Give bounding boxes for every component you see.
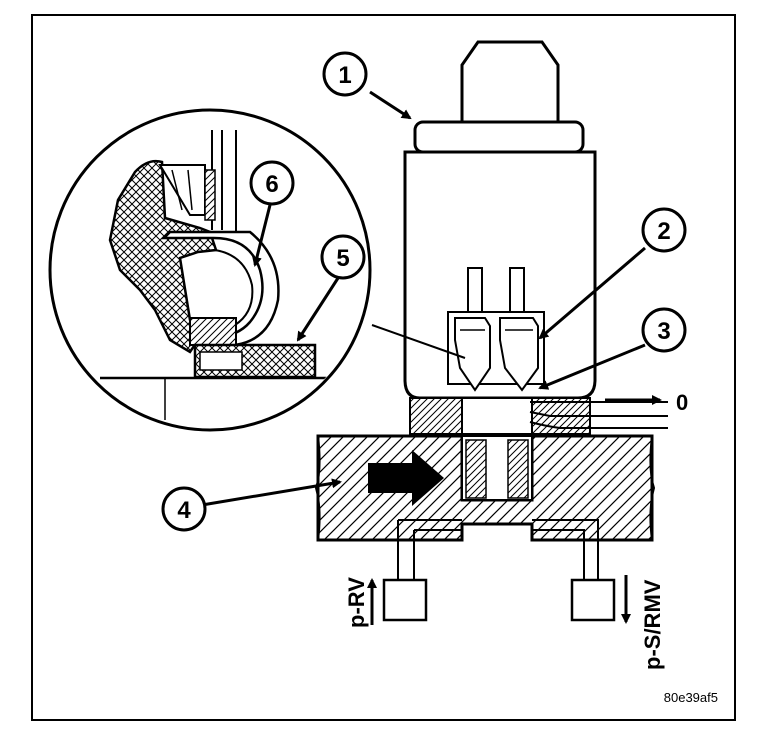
frame-border bbox=[31, 14, 736, 721]
detail-magnifier bbox=[48, 108, 466, 432]
return-port-box bbox=[382, 578, 428, 622]
leader-lines bbox=[201, 90, 646, 507]
callout-3-label: 3 bbox=[657, 318, 670, 345]
outlet-pipe bbox=[529, 395, 668, 429]
inflow-arrow bbox=[368, 450, 444, 506]
callout-6-label: 6 bbox=[265, 171, 278, 198]
pressure-lines bbox=[367, 519, 631, 625]
callout-2: 2 bbox=[641, 207, 687, 253]
callout-2-label: 2 bbox=[657, 218, 670, 245]
callout-4: 4 bbox=[161, 486, 207, 532]
return-label: p-RV bbox=[344, 577, 369, 628]
callout-6: 6 bbox=[249, 160, 295, 206]
supply-port-box bbox=[570, 578, 616, 622]
callout-3: 3 bbox=[641, 307, 687, 353]
reference-code: 80e39af5 bbox=[664, 690, 718, 705]
outlet-label: 0 bbox=[676, 390, 688, 415]
callout-1-label: 1 bbox=[338, 62, 351, 89]
callout-5: 5 bbox=[320, 234, 366, 280]
supply-label: p-S/RMV bbox=[640, 579, 665, 670]
callout-5-label: 5 bbox=[336, 245, 349, 272]
manifold-block bbox=[314, 434, 656, 542]
solenoid-valve bbox=[403, 40, 597, 435]
callout-1: 1 bbox=[322, 51, 368, 97]
callout-4-label: 4 bbox=[177, 497, 191, 524]
